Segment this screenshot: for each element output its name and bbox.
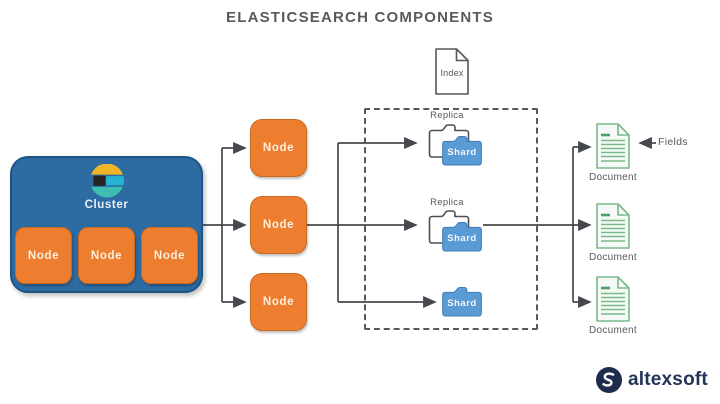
diagram-title: ELASTICSEARCH COMPONENTS: [226, 9, 494, 26]
document-label: Document: [589, 252, 637, 263]
node-box: Node: [250, 273, 307, 331]
index-file-icon: Index: [435, 48, 469, 95]
shard-folder-icon: Shard: [441, 222, 483, 252]
document-icon: [596, 203, 630, 249]
cluster-node: Node: [15, 227, 72, 284]
document-label: Document: [589, 172, 637, 183]
shard-folder-icon: Shard: [441, 136, 483, 166]
shard-label: Shard: [447, 147, 477, 158]
replica-label: Replica: [430, 197, 464, 208]
shard-folder-icon: Shard: [441, 287, 483, 317]
shard-label: Shard: [447, 233, 477, 244]
cluster-nodes-row: Node Node Node: [15, 227, 198, 284]
cluster-node: Node: [141, 227, 198, 284]
altexsoft-logo-icon: [596, 367, 622, 393]
node-box: Node: [250, 119, 307, 177]
cluster-label: Cluster: [84, 199, 129, 211]
document-icon: [596, 276, 630, 322]
index-boundary-box: [364, 108, 538, 330]
index-label: Index: [440, 68, 464, 78]
cluster-box: Cluster Node Node Node: [10, 156, 203, 293]
node-box: Node: [250, 196, 307, 254]
shard-label: Shard: [447, 298, 477, 309]
elasticsearch-logo-icon: [89, 163, 124, 198]
brand-logo: altexsoft: [595, 366, 715, 396]
brand-name: altexsoft: [628, 369, 708, 390]
document-icon: [596, 123, 630, 169]
cluster-node: Node: [78, 227, 135, 284]
replica-label: Replica: [430, 110, 464, 121]
document-label: Document: [589, 325, 637, 336]
fields-label: Fields: [658, 136, 688, 148]
